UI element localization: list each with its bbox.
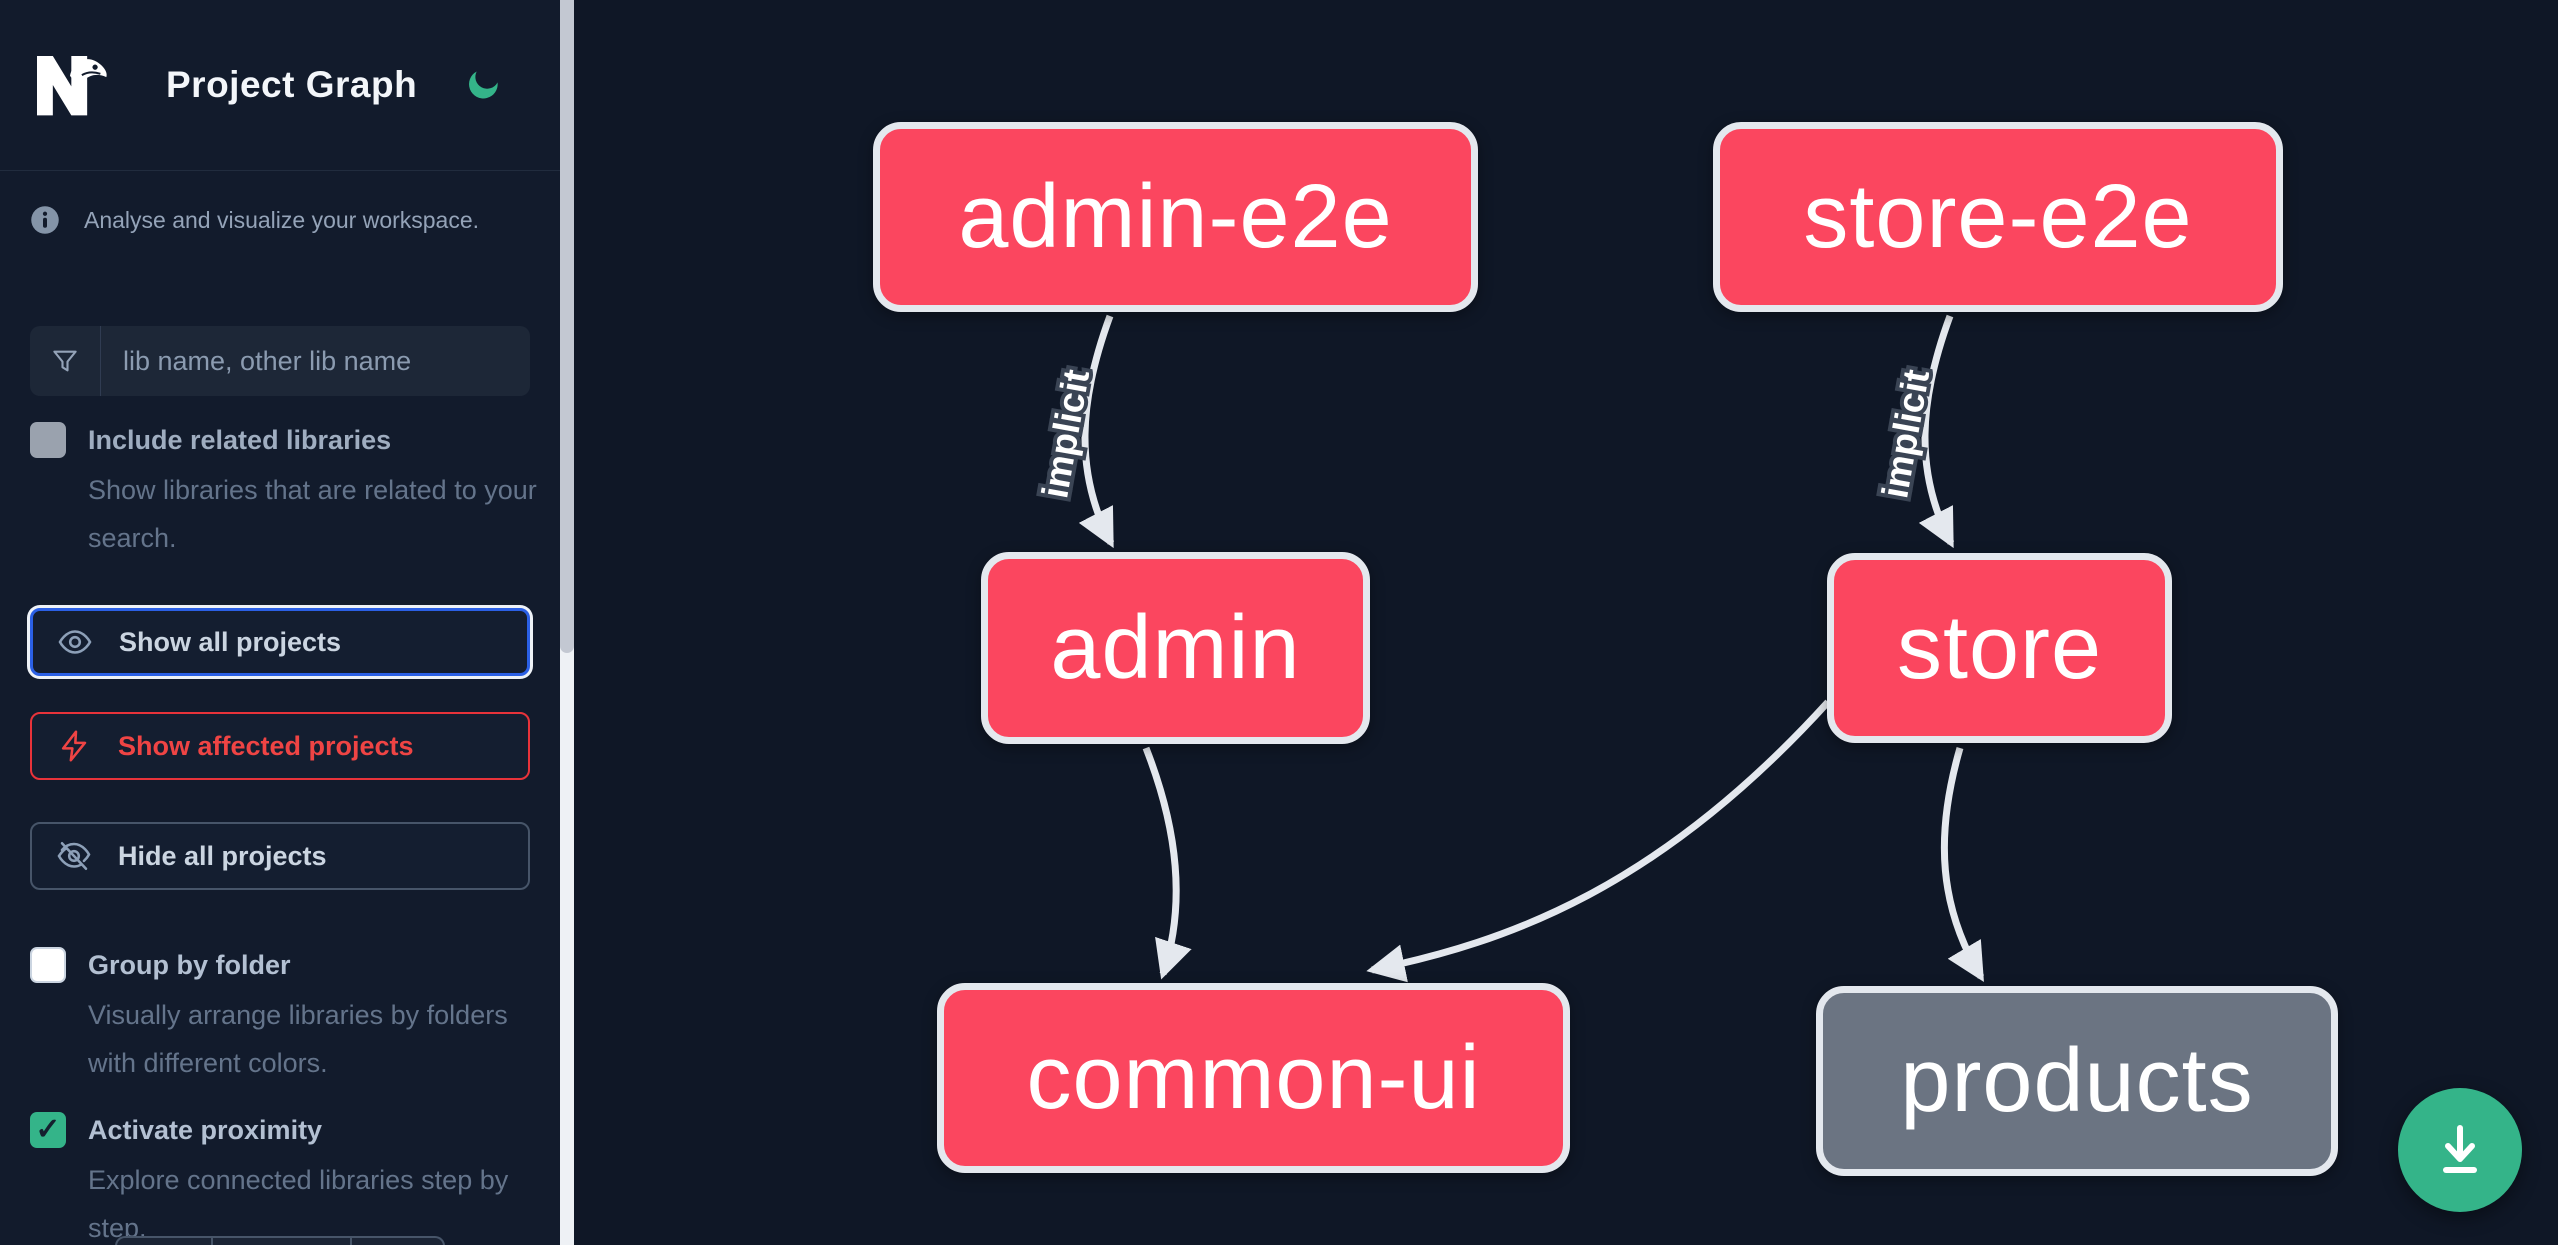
edge-store-to-products (1940, 747, 1985, 982)
stepper-segment[interactable] (211, 1238, 350, 1245)
graph-node-store[interactable]: store (1827, 553, 2172, 743)
include-related-label: Include related libraries (88, 425, 392, 455)
show-all-projects-label: Show all projects (119, 626, 342, 657)
scrollbar-thumb[interactable] (560, 0, 574, 653)
download-icon (2443, 1125, 2477, 1173)
download-graph-button[interactable] (2398, 1088, 2522, 1212)
edge-admin-to-common-ui (1142, 746, 1192, 980)
tagline-text: Analyse and visualize your workspace. (84, 206, 480, 233)
activate-proximity-description: Explore connected libraries step by step… (88, 1165, 509, 1243)
group-by-folder-label: Group by folder (88, 950, 291, 980)
graph-node-store-e2e[interactable]: store-e2e (1713, 122, 2283, 312)
activate-proximity-label: Activate proximity (88, 1115, 323, 1145)
project-graph-canvas[interactable]: implicit implicit admin-e2e store-e2e ad… (574, 0, 2558, 1245)
funnel-filter-icon (30, 326, 101, 396)
sidebar-header: Project Graph (0, 0, 560, 171)
search-input[interactable] (101, 328, 530, 394)
sidebar-scrollbar[interactable] (560, 0, 574, 1245)
show-all-projects-button[interactable]: Show all projects (30, 608, 530, 676)
edge-layer: implicit implicit (1030, 314, 1985, 983)
eye-icon (58, 630, 92, 654)
hide-all-projects-button[interactable]: Hide all projects (30, 822, 530, 890)
tagline-row: Analyse and visualize your workspace. (30, 205, 530, 235)
proximity-stepper-partial[interactable] (115, 1236, 445, 1245)
edge-admin-e2e-to-admin (1078, 314, 1115, 549)
toggle-include-related: Include related libraries Show libraries… (30, 420, 537, 562)
graph-node-products[interactable]: products (1816, 986, 2338, 1176)
hide-all-projects-label: Hide all projects (118, 840, 327, 871)
edge-store-e2e-to-store (1918, 314, 1955, 549)
page-title: Project Graph (166, 64, 418, 105)
sidebar: Project Graph Analyse and visualize your… (0, 0, 560, 1245)
graph-node-admin-e2e[interactable]: admin-e2e (873, 122, 1478, 312)
stepper-segment[interactable] (350, 1238, 443, 1245)
edge-store-to-common-ui (1366, 699, 1831, 983)
lightning-bolt-icon (61, 730, 87, 762)
graph-node-admin[interactable]: admin (981, 552, 1370, 744)
include-related-description: Show libraries that are related to your … (88, 475, 537, 553)
search-box (30, 326, 530, 396)
show-affected-projects-button[interactable]: Show affected projects (30, 712, 530, 780)
include-related-checkbox[interactable] (30, 422, 66, 458)
toggle-group-by-folder: Group by folder Visually arrange librari… (30, 945, 530, 1087)
info-icon (31, 206, 59, 234)
activate-proximity-checkbox[interactable]: ✓ (30, 1112, 66, 1148)
moon-icon[interactable] (463, 65, 503, 105)
stepper-segment[interactable] (117, 1238, 211, 1245)
toggle-activate-proximity: ✓ Activate proximity Explore connected l… (30, 1110, 530, 1245)
nx-logo (37, 55, 107, 116)
group-by-folder-description: Visually arrange libraries by folders wi… (88, 1000, 508, 1078)
graph-node-common-ui[interactable]: common-ui (937, 983, 1570, 1173)
group-by-folder-checkbox[interactable] (30, 947, 66, 983)
eye-off-icon (57, 841, 91, 871)
show-affected-projects-label: Show affected projects (118, 730, 414, 761)
